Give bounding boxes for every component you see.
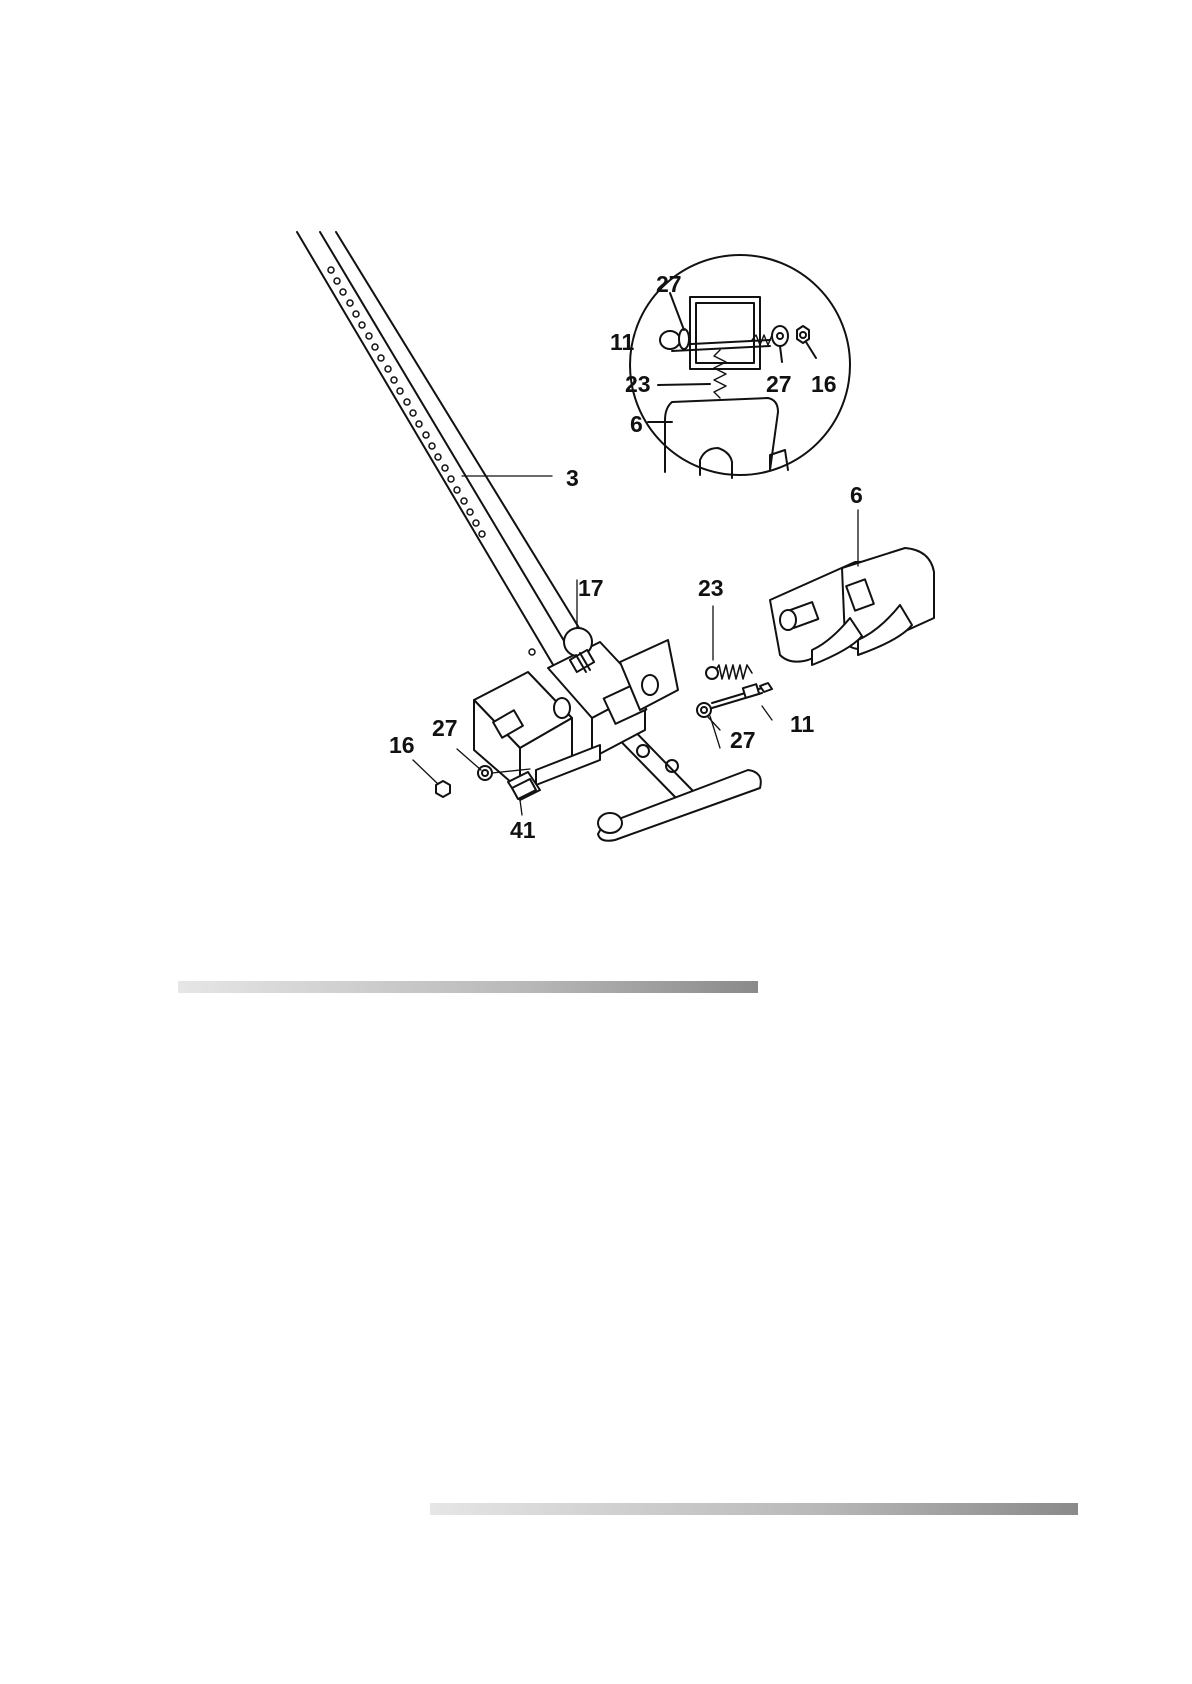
label-detail-spring: 23: [625, 371, 651, 397]
foot-holder: [770, 548, 934, 665]
label-washer-left: 27: [432, 715, 458, 741]
label-washer-right: 27: [730, 727, 756, 753]
washer-right: [697, 703, 711, 717]
divider-bar-bottom: [430, 1503, 1078, 1515]
label-detail-bolt: 11: [610, 329, 635, 355]
label-bolt: 11: [790, 711, 815, 737]
label-detail-washer-top: 27: [656, 271, 682, 297]
divider-bar-top: [178, 981, 758, 993]
spring-end: [706, 667, 718, 679]
label-foot-holder: 6: [850, 482, 863, 508]
label-detail-foot-holder: 6: [630, 411, 643, 437]
label-detail-washer-right: 27: [766, 371, 792, 397]
label-rail: 3: [566, 465, 579, 491]
bolt-right: [712, 683, 772, 708]
washer-left: [478, 766, 492, 780]
spring: [714, 665, 752, 679]
label-end-cap: 41: [510, 817, 536, 843]
label-nut: 16: [389, 732, 415, 758]
label-detail-nut: 16: [811, 371, 837, 397]
rail: [297, 232, 600, 690]
label-spring: 23: [698, 575, 724, 601]
label-knob: 17: [578, 575, 604, 601]
